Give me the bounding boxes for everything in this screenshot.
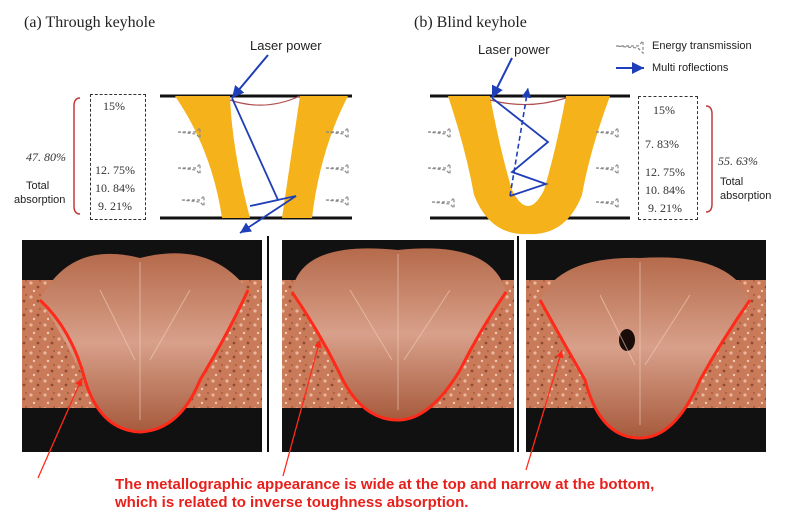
energy-transmission-symbol (615, 39, 644, 55)
legend-symbols (615, 39, 644, 74)
pct-a-4: 9. 21% (98, 199, 132, 213)
energy-transmission-arrows (177, 126, 349, 208)
micrograph-blind-keyhole-2 (526, 240, 766, 452)
total-value-a: 47. 80% (26, 150, 66, 164)
caption-line-2: which is related to inverse toughness ab… (115, 494, 469, 511)
pct-b-2: 7. 83% (645, 137, 679, 151)
pct-a-3: 10. 84% (95, 181, 135, 195)
porosity-void (619, 329, 635, 351)
reflection-path-b (491, 97, 550, 197)
caption-line-1: The metallographic appearance is wide at… (115, 476, 655, 493)
fusion-line-3 (538, 299, 752, 440)
through-keyhole-diagram (160, 54, 352, 234)
pct-b-3: 12. 75% (645, 165, 685, 179)
absorption-box-a: 15% 12. 75% 10. 84% 9. 21% (90, 94, 146, 220)
absorption-box-b: 15% 7. 83% 12. 75% 10. 84% 9. 21% (638, 96, 698, 220)
pct-b-4: 10. 84% (645, 183, 685, 197)
laser-power-label-b: Laser power (478, 42, 550, 57)
total-bracket-b (705, 105, 713, 213)
fusion-line-1 (38, 289, 250, 434)
laser-power-arrow (231, 54, 269, 99)
panel-b-title: (b) Blind keyhole (414, 14, 527, 31)
total-label-b-1: Total (720, 176, 744, 188)
laser-power-arrow-b (491, 57, 513, 99)
reflection-path (231, 97, 297, 234)
total-bracket-a (73, 97, 81, 215)
total-value-b: 55. 63% (718, 154, 758, 168)
micrograph-through-keyhole (22, 240, 262, 452)
pct-a-2: 12. 75% (95, 163, 135, 177)
panel-a-title: (a) Through keyhole (24, 14, 156, 31)
keyhole-wall-right (282, 96, 348, 218)
legend-energy-label: Energy transmission (652, 40, 752, 52)
total-label-b-2: absorption (720, 190, 772, 202)
micrograph-blind-keyhole-1 (282, 240, 514, 452)
total-label-a-1: Total (26, 180, 50, 192)
laser-power-label-a: Laser power (250, 38, 322, 53)
pct-a-1: 15% (103, 99, 125, 113)
pct-b-5: 9. 21% (648, 201, 682, 215)
blind-keyhole-diagram (427, 57, 630, 235)
blind-keyhole-wall (448, 96, 610, 235)
legend-reflections-label: Multi roflections (652, 62, 729, 74)
keyhole-wall-left (175, 96, 250, 218)
total-label-a-2: absorption (14, 194, 66, 206)
energy-transmission-arrows-b (427, 126, 619, 210)
pct-b-1: 15% (653, 103, 675, 117)
caption-pointer-arrows (37, 339, 564, 479)
fusion-line-2 (290, 291, 508, 422)
